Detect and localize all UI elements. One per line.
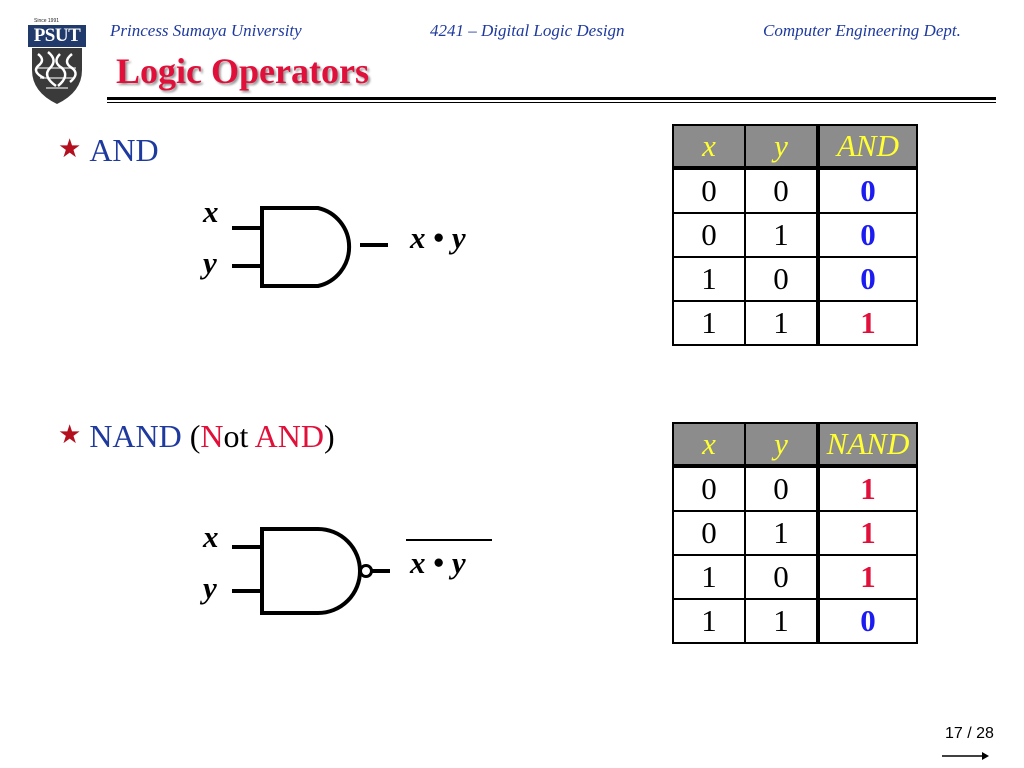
bullet-nand-label: NAND [89,418,182,454]
table-cell: 1 [744,212,819,258]
bullet-paren-close: ) [323,418,335,454]
table-row: 0 0 1 [672,465,918,512]
table-row: 1 0 1 [672,554,918,600]
header-cell-y: y [744,124,819,170]
and-output-operator: • [433,220,445,255]
star-bullet-icon: ★ [58,134,82,163]
bullet-nand: ★NAND (Not AND) [58,418,335,455]
header-cell-y: y [744,422,819,468]
table-row: 1 1 0 [672,598,918,644]
table-cell-result: 1 [816,554,918,600]
table-cell: 0 [672,510,746,556]
and-truth-table: x y AND 0 0 0 0 1 0 1 0 0 1 1 1 [672,124,918,346]
and-gate-symbol-icon [232,206,388,288]
header-cell-x: x [672,422,746,468]
table-cell-result: 1 [816,510,918,556]
nand-output-overbar [406,539,492,541]
table-cell: 0 [672,465,746,512]
header-university: Princess Sumaya University [110,21,302,40]
table-header-row: x y NAND [672,422,918,468]
nand-input-x: x [203,519,219,554]
and-gate-diagram: x y x • y [198,194,508,310]
table-cell: 0 [672,212,746,258]
logo-badge: PSUT [28,25,86,47]
and-input-y: y [203,245,217,280]
header-cell-x: x [672,124,746,170]
table-row: 0 1 0 [672,212,918,258]
nand-output-expression: x • y [410,545,466,581]
and-output-var-x: x [410,220,426,255]
nand-output-var-x: x [410,545,426,580]
table-cell-result: 0 [816,598,918,644]
star-bullet-icon: ★ [58,420,82,449]
logo-emblem-icon [32,48,82,104]
bullet-paren-open: ( [189,418,201,454]
table-cell: 1 [672,554,746,600]
table-cell: 1 [744,300,819,346]
and-output-expression: x • y [410,220,466,256]
header-department: Computer Engineering Dept. [763,21,961,40]
header-course: 4241 – Digital Logic Design [430,21,625,40]
header-divider-thick [107,97,996,100]
table-cell-result: 1 [816,300,918,346]
next-slide-arrow-icon[interactable] [942,747,990,761]
table-cell: 0 [672,167,746,214]
table-row: 0 0 0 [672,167,918,214]
page-number: 17 / 28 [945,725,994,742]
table-cell-result: 1 [816,465,918,512]
nand-input-y: y [203,570,217,605]
table-cell: 1 [744,510,819,556]
bullet-and-label: AND [89,132,159,168]
table-cell: 0 [744,465,819,512]
table-row: 1 0 0 [672,256,918,302]
nand-output-var-y: y [451,545,466,580]
slide-title: Logic Operators [116,51,369,91]
table-header-row: x y AND [672,124,918,170]
table-cell: 1 [744,598,819,644]
header-cell-nand: NAND [816,422,918,468]
table-cell: 0 [744,167,819,214]
bullet-n-letter: N [200,418,224,454]
nand-gate-symbol-icon [232,527,390,615]
table-cell: 1 [672,256,746,302]
table-cell: 0 [744,554,819,600]
and-input-x: x [203,194,219,229]
and-output-var-y: y [451,220,466,255]
bullet-ot-text: ot [223,418,249,454]
logo-since-text: Since 1991 [34,18,60,24]
table-cell: 1 [672,300,746,346]
table-row: 1 1 1 [672,300,918,346]
table-cell-result: 0 [816,167,918,214]
table-cell: 0 [744,256,819,302]
nand-output-operator: • [433,545,445,580]
table-row: 0 1 1 [672,510,918,556]
table-cell-result: 0 [816,212,918,258]
header-divider-thin [107,102,996,103]
table-cell: 1 [672,598,746,644]
nand-gate-diagram: x y x • y [198,519,508,635]
bullet-and: ★AND [58,132,159,169]
table-cell-result: 0 [816,256,918,302]
nand-truth-table: x y NAND 0 0 1 0 1 1 1 0 1 1 1 0 [672,422,918,644]
header-cell-and: AND [816,124,918,170]
university-logo: Since 1991 PSUT [26,18,90,104]
bullet-and-word: AND [254,418,324,454]
